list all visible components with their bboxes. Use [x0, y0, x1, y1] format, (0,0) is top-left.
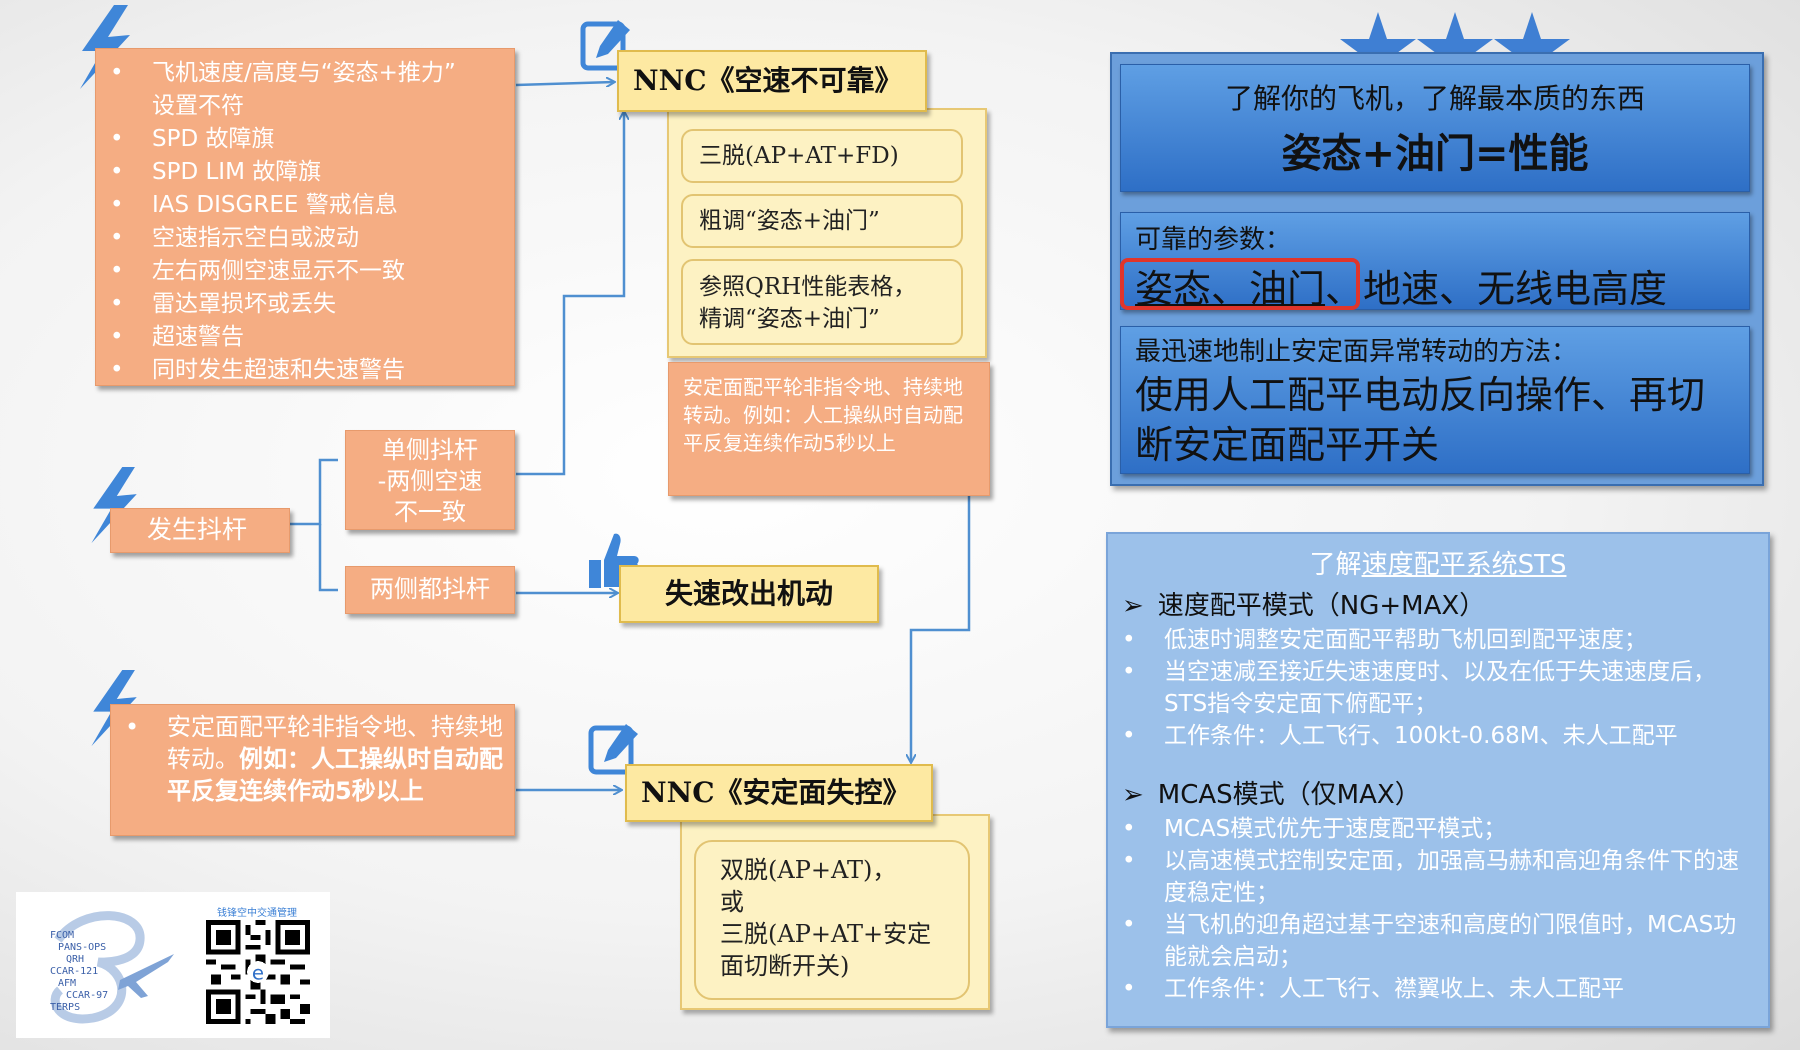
stick-shake-trigger: 发生抖杆 — [110, 508, 290, 553]
qr-caption: 钱锋空中交通管理 — [217, 908, 297, 919]
symptom-item: 同时发生超速和失速警告 — [96, 354, 506, 387]
sts-panel: 了解速度配平系统STS ➢速度配平模式（NG+MAX） 低速时调整安定面配平帮助… — [1106, 532, 1770, 1028]
method-label: 最迅速地制止安定面异常转动的方法： — [1135, 337, 1578, 367]
reliable-highlight: 姿态、油门 — [1135, 267, 1326, 311]
symptom-item: SPD LIM 故障旗 — [96, 156, 506, 189]
sts-section1-title: ➢速度配平模式（NG+MAX） — [1122, 591, 1486, 621]
logo-word: AFM — [58, 978, 77, 989]
key-title: 姿态+油门=性能 — [1281, 131, 1589, 177]
stab-trigger-text: 安定面配平轮非指令地、持续地转动。例如：人工操纵时自动配平反复连续作动5秒以上 — [111, 711, 506, 807]
symptom-item: 超速警告 — [96, 321, 506, 354]
sts-item: 当飞机的迎角超过基于空速和高度的门限值时，MCAS功能就会启动； — [1108, 909, 1754, 973]
logo-word: TERPS — [50, 1002, 81, 1013]
key-subtitle: 了解你的飞机，了解最本质的东西 — [1224, 82, 1645, 115]
nnc-step-3: 参照QRH性能表格， 精调“姿态+油门” — [681, 259, 963, 345]
sts-section2-title: ➢MCAS模式（仅MAX） — [1122, 780, 1421, 810]
sts-item: MCAS模式优先于速度配平模式； — [1108, 813, 1754, 845]
sts-item: 当空速减至接近失速速度时、以及在低于失速速度后，STS指令安定面下俯配平； — [1108, 656, 1754, 720]
method-text: 使用人工配平电动反向操作、再切断安定面配平开关 — [1135, 373, 1706, 467]
symptom-item: 空速指示空白或波动 — [96, 222, 506, 255]
symptom-item: 左右两侧空速显示不一致 — [96, 255, 506, 288]
symptom-item: SPD 故障旗 — [96, 123, 506, 156]
sts-section1-list: 低速时调整安定面配平帮助飞机回到配平速度；当空速减至接近失速速度时、以及在低于失… — [1108, 624, 1768, 752]
lightning-icon — [80, 5, 130, 89]
qr-code-icon[interactable]: e — [206, 920, 310, 1024]
logo-word: CCAR-121 — [50, 966, 99, 977]
nnc-stab-action: 双脱(AP+AT)， 或 三脱(AP+AT+安定 面切断开关) — [694, 840, 970, 1000]
sts-title: 了解速度配平系统STS — [1309, 550, 1567, 580]
svg-text:e: e — [252, 961, 264, 984]
aviation-logo-icon — [50, 911, 174, 1024]
symptom-item: 飞机速度/高度与“姿态+推力” 设置不符 — [96, 57, 506, 123]
sts-item: 以高速模式控制安定面，加强高马赫和高迎角条件下的速度稳定性； — [1108, 845, 1754, 909]
reliable-values: 姿态、油门、地速、无线电高度 — [1135, 267, 1668, 311]
sts-item: 低速时调整安定面配平帮助飞机回到配平速度； — [1108, 624, 1754, 656]
stab-note: 安定面配平轮非指令地、持续地转动。例如：人工操纵时自动配平反复连续作动5秒以上 — [668, 362, 990, 496]
reliable-params: 可靠的参数： 姿态、油门、地速、无线电高度 — [1120, 212, 1750, 311]
sts-item: 工作条件：人工飞行、襟翼收上、未人工配平 — [1108, 973, 1754, 1005]
edit-icon — [588, 724, 638, 775]
single-side-shake: 单侧抖杆 -两侧空速 不一致 — [345, 430, 515, 530]
nnc-airspeed-title: NNC《空速不可靠》 — [617, 50, 927, 112]
stall-recovery-box: 失速改出机动 — [619, 565, 879, 623]
three-stars-icon — [1340, 12, 1570, 84]
symptom-list: 飞机速度/高度与“姿态+推力” 设置不符SPD 故障旗SPD LIM 故障旗IA… — [96, 57, 506, 387]
sts-section2-list: MCAS模式优先于速度配平模式；以高速模式控制安定面，加强高马赫和高迎角条件下的… — [1108, 813, 1768, 1005]
trim-method: 最迅速地制止安定面异常转动的方法： 使用人工配平电动反向操作、再切断安定面配平开… — [1120, 326, 1750, 474]
logo-word: QRH — [66, 954, 85, 965]
logo-word: FCOM — [50, 930, 75, 941]
stab-trigger-box: 安定面配平轮非指令地、持续地转动。例如：人工操纵时自动配平反复连续作动5秒以上 — [110, 704, 515, 836]
sts-title-link[interactable]: 速度配平系统STS — [1361, 550, 1567, 580]
symptom-item: 雷达罩损坏或丢失 — [96, 288, 506, 321]
reliable-label: 可靠的参数： — [1135, 225, 1292, 255]
logo-word: PANS-OPS — [58, 942, 107, 953]
logo-word: CCAR-97 — [66, 990, 109, 1001]
symptom-item: IAS DISGREE 警戒信息 — [96, 189, 506, 222]
lightning-icon — [91, 466, 137, 544]
sts-item: 工作条件：人工飞行、100kt-0.68M、未人工配平 — [1108, 720, 1754, 752]
nnc-step-2: 粗调“姿态+油门” — [681, 194, 963, 248]
nnc-stab-title: NNC《安定面失控》 — [625, 764, 933, 822]
both-side-shake: 两侧都抖杆 — [345, 566, 515, 614]
symptoms-box: 飞机速度/高度与“姿态+推力” 设置不符SPD 故障旗SPD LIM 故障旗IA… — [95, 48, 515, 387]
nnc-step-1: 三脱(AP+AT+FD) — [681, 129, 963, 183]
edit-icon — [580, 20, 630, 71]
highlight-outline — [1120, 258, 1360, 310]
key-header: 了解你的飞机，了解最本质的东西 姿态+油门=性能 — [1120, 64, 1750, 192]
